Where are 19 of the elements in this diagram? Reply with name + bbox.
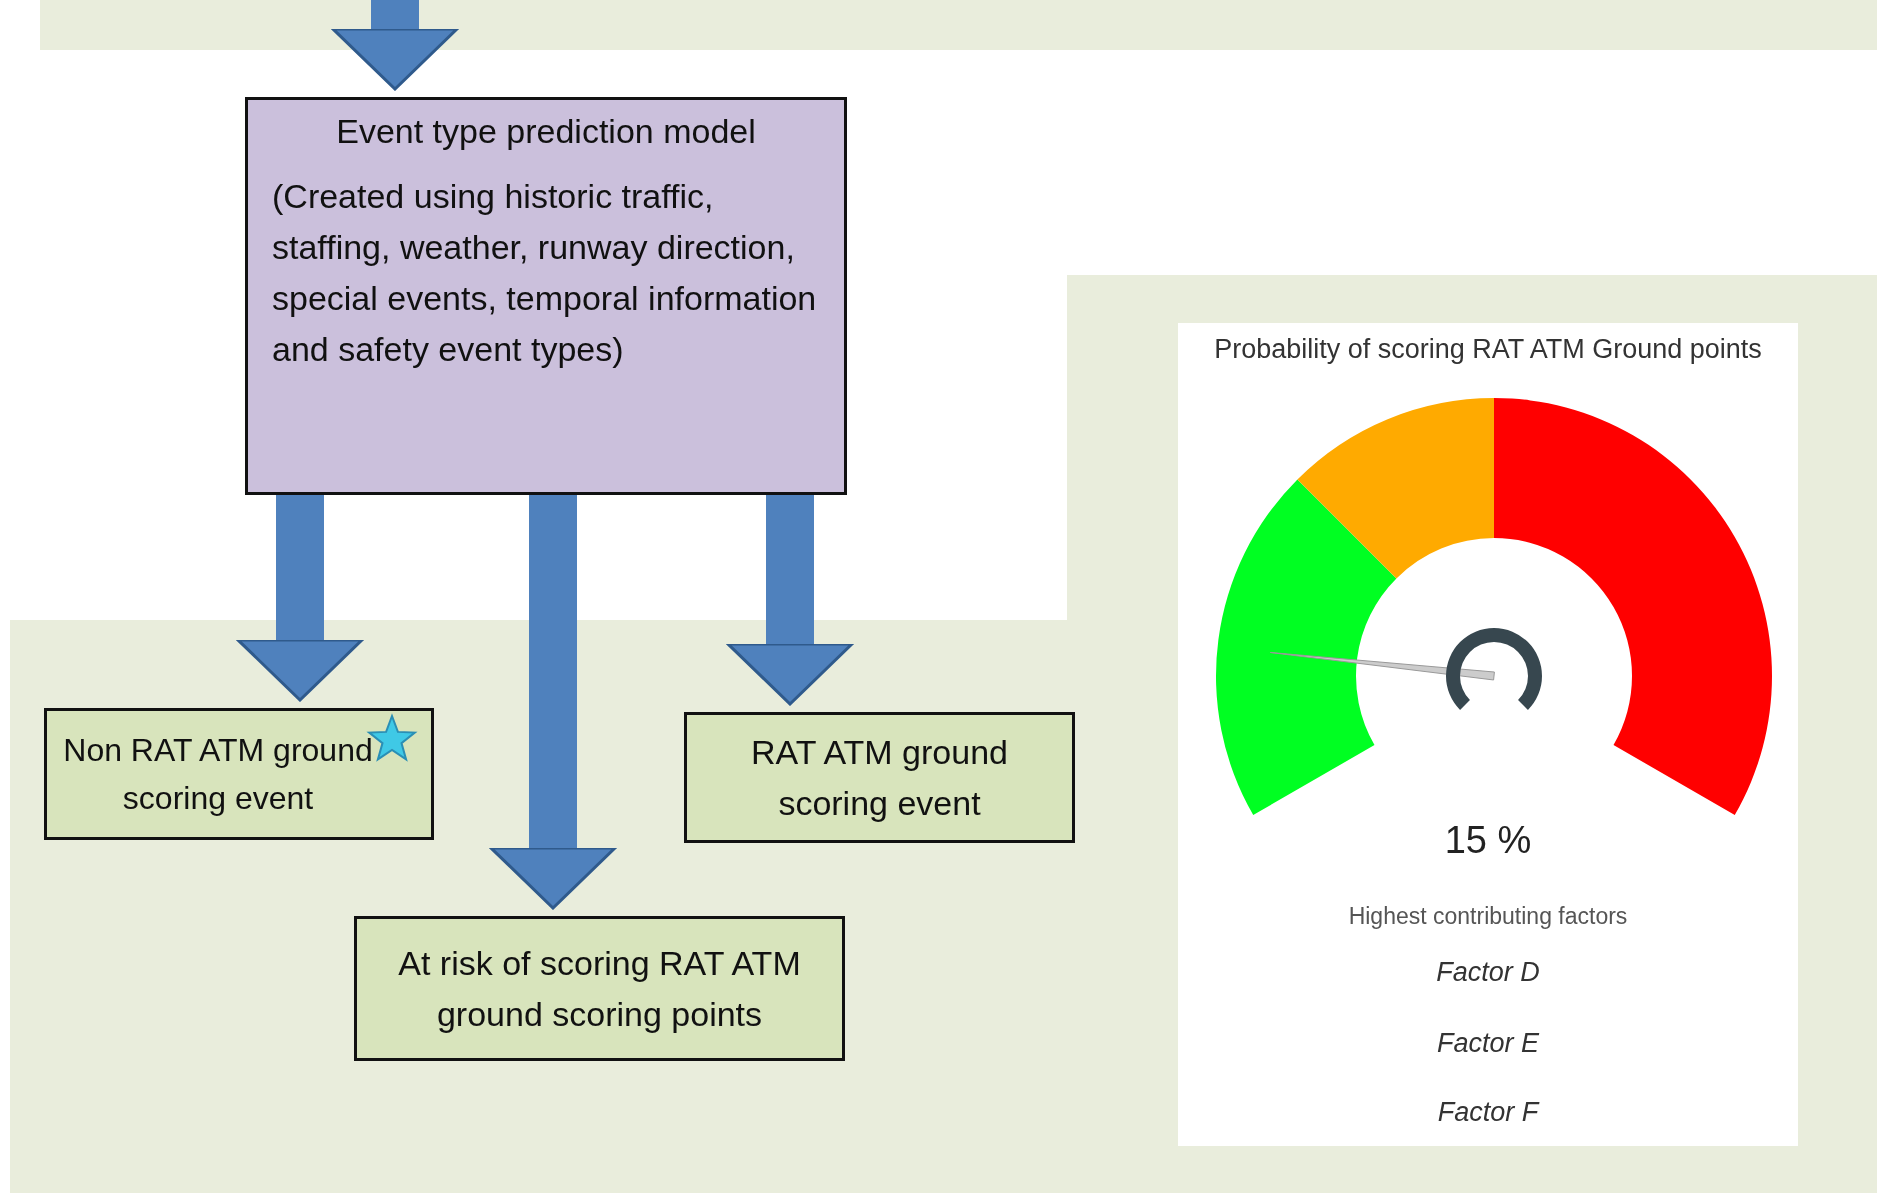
outcome-box bbox=[684, 712, 1075, 843]
block-arrow bbox=[331, 0, 459, 91]
box-heading: Event type prediction model bbox=[335, 111, 757, 152]
block-arrow bbox=[726, 495, 854, 706]
box-label: At risk of scoring RAT ATM ground scoring points bbox=[397, 942, 802, 1035]
outcome-box bbox=[354, 916, 845, 1061]
chart-title: Probability of scoring RAT ATM Ground points bbox=[1213, 333, 1763, 365]
outcome-box bbox=[44, 708, 434, 840]
factor-label: Factor E bbox=[1436, 1027, 1541, 1059]
gauge-value: 15 % bbox=[1443, 819, 1533, 863]
block-arrow bbox=[489, 495, 617, 910]
factor-label: Factor F bbox=[1436, 1096, 1541, 1128]
box-label: Non RAT ATM ground scoring event bbox=[62, 731, 374, 818]
box-description: (Created using historic traffic, staffing, weather, runway direction, special events, temporal information and safety event types) bbox=[272, 176, 818, 370]
block-arrow bbox=[236, 495, 364, 702]
box-label: RAT ATM ground scoring event bbox=[750, 731, 1009, 824]
factor-label: Factor D bbox=[1435, 956, 1541, 988]
factors-heading: Highest contributing factors bbox=[1347, 903, 1629, 931]
model-box bbox=[245, 97, 847, 495]
